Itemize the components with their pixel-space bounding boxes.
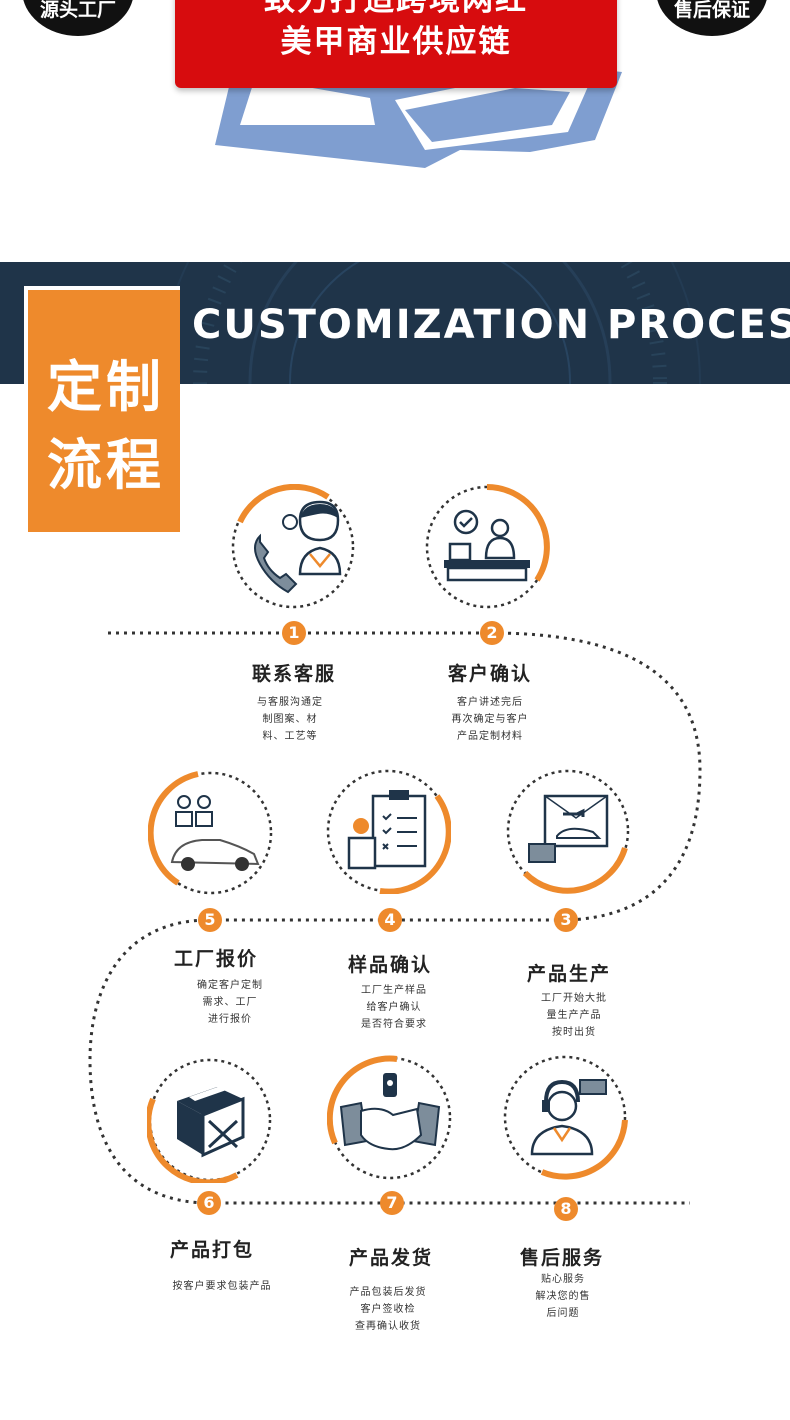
step-3-desc-line: 工厂开始大批 (541, 993, 607, 1004)
step-3-circle (506, 769, 630, 894)
handshake-icon (339, 1073, 441, 1151)
step-6-title: 产品打包 (169, 1239, 254, 1261)
step-2-title: 客户确认 (447, 663, 532, 685)
step-3-title: 产品生产 (526, 963, 611, 985)
step-5-circle (148, 771, 273, 895)
step-8-number: 8 (554, 1197, 578, 1221)
step-3-desc-line: 按时出货 (552, 1027, 596, 1038)
step-2-desc-line: 客户讲述完后 (457, 697, 523, 708)
step-2-desc-line: 再次确定与客户 (451, 714, 529, 725)
step-7-description: 产品包装后发货 客户签收检 查再确认收货 (308, 1284, 468, 1335)
step-7-desc-line: 查再确认收货 (355, 1321, 421, 1332)
step-1-desc-line: 制图案、材 (262, 714, 318, 725)
step-7-number: 7 (380, 1191, 404, 1215)
step-8-desc-line: 后问题 (546, 1308, 580, 1319)
step-8-description: 贴心服务 解决您的售 后问题 (483, 1271, 643, 1322)
production-document-icon (528, 794, 609, 863)
step-5-desc-line: 需求、工厂 (202, 997, 258, 1008)
step-1-number: 1 (282, 621, 306, 645)
step-3-description: 工厂开始大批 量生产产品 按时出货 (494, 990, 654, 1041)
step-5-number: 5 (198, 908, 222, 932)
book-illustration (215, 62, 622, 168)
step-7-title: 产品发货 (348, 1247, 433, 1269)
step-5-desc-line: 进行报价 (208, 1014, 252, 1025)
slogan-banner: 致力打造跨境网红 美甲商业供应链 (175, 0, 617, 88)
step-8-title: 售后服务 (519, 1247, 604, 1269)
step-4-circle (326, 769, 451, 894)
step-6-description: 按客户要求包装产品 (142, 1278, 302, 1295)
step-8-desc-line: 解决您的售 (535, 1291, 591, 1302)
step-1-desc-line: 与客服沟通定 (257, 697, 323, 708)
after-sales-label: 售后保证 (673, 0, 750, 21)
package-box-icon (177, 1083, 245, 1158)
step-4-desc-line: 工厂生产样品 (361, 985, 427, 996)
process-title-en: CUSTOMIZATION PROCESS (192, 302, 790, 348)
step-2-number: 2 (480, 621, 504, 645)
process-title-box: 定制 流程 (24, 286, 180, 532)
step-5-title: 工厂报价 (173, 948, 258, 970)
step-6-number: 6 (197, 1191, 221, 1215)
step-3-desc-line: 量生产产品 (546, 1010, 602, 1021)
slogan-line-1: 致力打造跨境网红 (264, 0, 528, 18)
step-4-description: 工厂生产样品 给客户确认 是否符合要求 (314, 982, 474, 1033)
step-4-title: 样品确认 (347, 954, 432, 976)
step-2-circle (425, 484, 550, 609)
step-4-desc-line: 是否符合要求 (361, 1019, 427, 1030)
step-7-desc-line: 客户签收检 (360, 1304, 416, 1315)
step-8-desc-line: 贴心服务 (541, 1274, 585, 1285)
step-7-desc-line: 产品包装后发货 (349, 1287, 427, 1298)
step-6-circle (147, 1058, 272, 1183)
step-4-desc-line: 给客户确认 (366, 1002, 422, 1013)
process-title-cn-line2: 流程 (46, 433, 165, 497)
checklist-clipboard-icon (347, 790, 427, 870)
customer-service-headset-icon (530, 1079, 607, 1156)
step-5-desc-line: 确定客户定制 (197, 980, 263, 991)
step-6-desc-line: 按客户要求包装产品 (172, 1281, 272, 1292)
step-5-description: 确定客户定制 需求、工厂 进行报价 (150, 977, 310, 1028)
step-8-circle (503, 1055, 628, 1180)
step-7-circle (327, 1055, 452, 1180)
step-1-description: 与客服沟通定 制图案、材 料、工艺等 (210, 694, 370, 745)
step-2-description: 客户讲述完后 再次确定与客户 产品定制材料 (410, 694, 570, 745)
slogan-line-2: 美甲商业供应链 (280, 24, 512, 60)
phone-support-icon (254, 500, 342, 594)
step-1-circle (231, 484, 355, 609)
step-4-number: 4 (378, 908, 402, 932)
step-1-desc-line: 料、工艺等 (262, 731, 318, 742)
process-title-cn-line1: 定制 (46, 355, 165, 419)
factory-quote-car-icon (170, 795, 260, 871)
step-2-desc-line: 产品定制材料 (457, 731, 523, 742)
reception-desk-icon (444, 509, 530, 582)
step-1-title: 联系客服 (251, 663, 336, 685)
source-factory-label: 源头工厂 (39, 0, 116, 21)
step-3-number: 3 (554, 908, 578, 932)
